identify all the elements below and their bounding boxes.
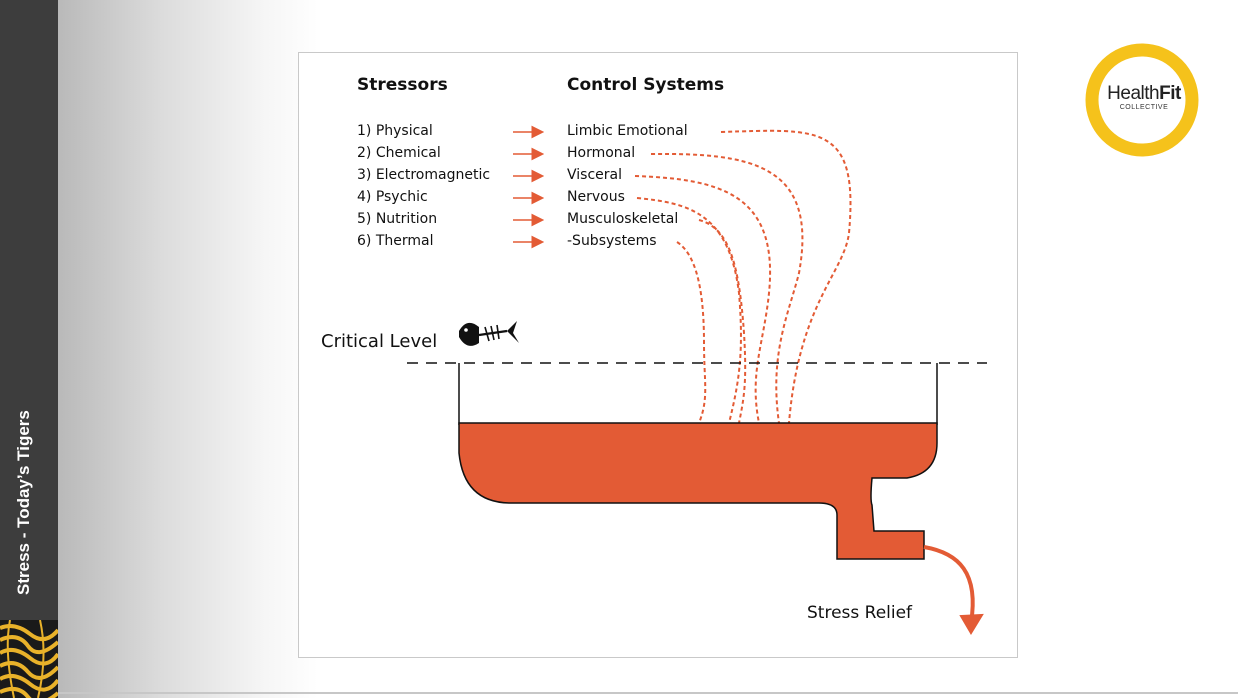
logo-word-bold: Fit — [1159, 83, 1181, 104]
stressor-item: 5) Nutrition — [357, 211, 438, 227]
stress-relief-label: Stress Relief — [807, 603, 913, 623]
logo-word-regular: Health — [1107, 83, 1160, 104]
sidebar-title: Stress - Today’s Tigers — [14, 410, 33, 595]
logo-subtitle: COLLECTIVE — [1119, 104, 1169, 111]
flow-hormonal — [650, 152, 804, 424]
flow-musculoskeletal — [698, 219, 747, 424]
control-system-item: Visceral — [567, 167, 622, 183]
control-system-item: Hormonal — [567, 145, 636, 161]
flow-subsystems — [676, 241, 707, 424]
stressor-item: 3) Electromagnetic — [357, 167, 491, 183]
stressor-item: 4) Psychic — [357, 189, 428, 205]
logo-wordmark: HealthFit — [1094, 83, 1194, 105]
healthfit-logo-icon — [1085, 43, 1199, 157]
sidebar: Stress - Today’s Tigers — [0, 0, 58, 698]
stressor-item: 6) Thermal — [357, 233, 434, 249]
stress-relief-arrowhead — [959, 613, 984, 635]
control-flow-lines — [634, 129, 852, 424]
control-systems-heading: Control Systems — [567, 75, 725, 95]
control-system-item: Limbic Emotional — [567, 123, 688, 139]
stress-diagram: Stressors Control Systems 1) Physical 2)… — [298, 52, 1018, 658]
control-system-item: -Subsystems — [567, 233, 657, 249]
stressors-heading: Stressors — [357, 75, 448, 95]
footer-divider — [58, 692, 1238, 694]
control-system-item: Nervous — [567, 189, 625, 205]
stress-relief-arrow — [923, 545, 975, 624]
flow-limbic — [720, 129, 852, 424]
stressor-item: 1) Physical — [357, 123, 433, 139]
stressor-item: 2) Chemical — [357, 145, 441, 161]
critical-level-label: Critical Level — [321, 331, 438, 352]
diagram-graphics — [407, 125, 987, 635]
stressor-arrows — [513, 125, 545, 249]
tank-liquid — [458, 422, 938, 560]
control-system-item: Musculoskeletal — [567, 211, 679, 227]
background-gradient — [58, 0, 318, 698]
flow-visceral — [634, 175, 772, 424]
tiger-stripes-icon — [0, 620, 58, 698]
fish-skeleton-icon — [459, 321, 519, 346]
flow-nervous — [636, 197, 742, 424]
